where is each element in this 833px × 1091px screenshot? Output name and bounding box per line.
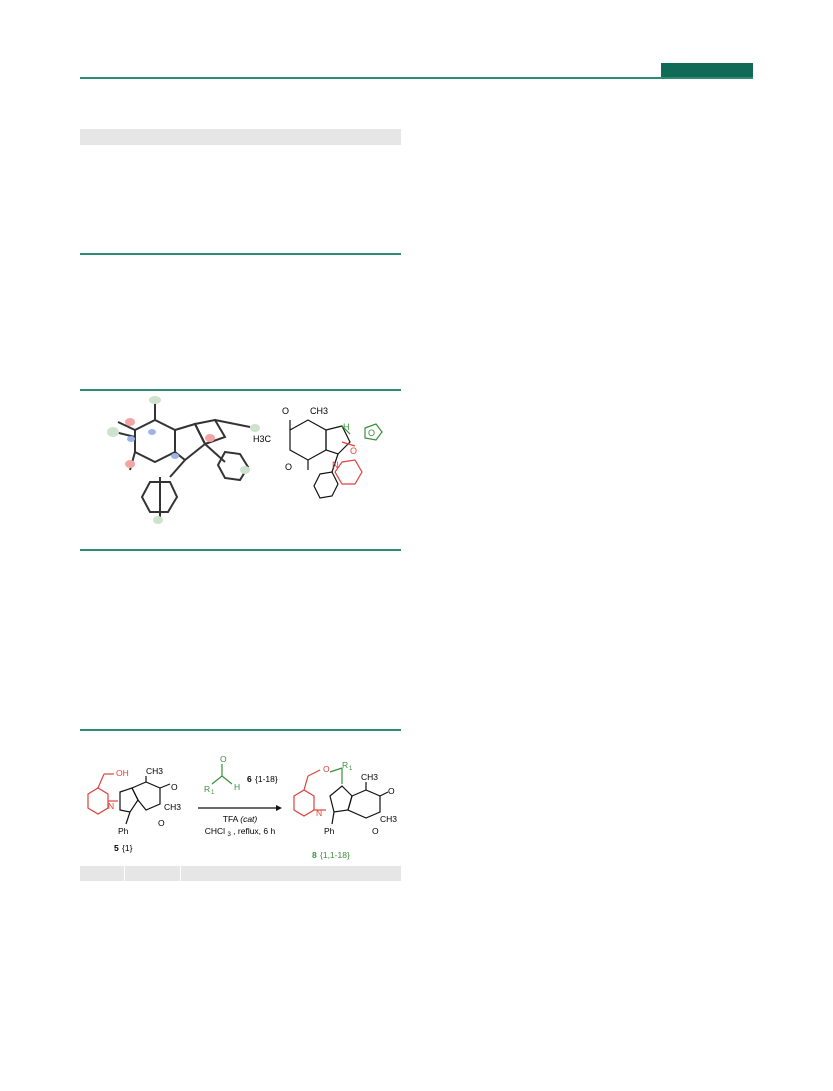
section-rule-2 [80,389,401,391]
ortep-atoms [107,396,260,524]
table-header-band-2 [80,866,401,881]
figure-crystal-structure: O CH3 H3C O H O O N [107,396,383,524]
svg-text:TFA (cat): TFA (cat) [223,814,258,824]
section-rule-3 [80,549,401,551]
product-structure [293,767,389,825]
table-column-divider-2 [180,866,181,881]
reagent-label-set: {1-18} [255,774,278,784]
label-nitrogen: N [332,460,339,470]
header-tab [661,63,753,78]
label-methyl-top: CH3 [310,406,328,416]
reagent-structure [211,764,233,785]
table-header-band [80,129,401,145]
product-phenyl: Ph [324,826,335,836]
svg-text:CHCl 3 , reflux, 6: CHCl 3 , reflux, 6 h [205,826,276,838]
product-r-subscript: 1 [349,766,353,772]
reactant-label-set: {1} [122,843,133,853]
reactant-carbonyl-o2: O [158,818,165,828]
label-ether-oxygen: O [350,446,357,456]
ortep-drawing [114,402,251,517]
reactant-methyl-right: CH3 [164,802,181,812]
reactant-label-number: 5 [114,843,119,853]
product-methyl-top: CH3 [361,772,378,782]
conditions-solvent: CHCl [205,826,225,836]
label-hydrogen: H [343,422,350,432]
product-nitrogen: N [316,808,322,818]
conditions-solvent-rest: , reflux, 6 h [233,826,275,836]
table-column-divider-1 [124,866,125,881]
reactant-carbonyl-o: O [171,782,178,792]
conditions-solvent-subscript: 3 [227,832,231,838]
section-rule-1 [80,253,401,255]
reagent-hydrogen: H [234,782,240,792]
conditions-catalyst: TFA [223,814,239,824]
reactant-nitrogen: N [108,801,114,811]
reagent-oxygen: O [220,754,227,764]
label-methyl-left: H3C [253,434,272,444]
reactant-phenyl: Ph [118,826,129,836]
structure-labels: O CH3 H3C O H O O N [253,406,375,472]
section-rule-4 [80,729,401,731]
label-furan-oxygen: O [368,428,375,438]
arrow-head [276,805,282,811]
reagent-r-subscript: 1 [211,790,215,796]
product-label-number: 8 [312,850,317,860]
reagent-label-number: 6 [247,774,252,784]
reactant-structure [87,773,171,825]
reagent-labels: O R 1 H 6 {1-18} [204,754,278,796]
header-rule [80,77,753,79]
product-carbonyl-o2: O [372,826,379,836]
product-oxygen: O [323,764,330,774]
product-methyl-right: CH3 [380,814,397,824]
product-labels: O R 1 CH3 O CH3 O N Ph 8 {1,1-18} [312,760,397,860]
label-oxygen-top: O [282,406,289,416]
product-r-group: R [342,760,348,770]
reactant-labels: OH CH3 O CH3 O N Ph 5 {1} [108,766,181,853]
product-carbonyl-o: O [388,786,395,796]
reaction-scheme: OH CH3 O CH3 O N Ph 5 {1} O R 1 H 6 {1-1… [87,754,397,860]
conditions-catalyst-note: (cat) [240,814,257,824]
conditions: TFA (cat) CHCl 3 , reflux, 6 h [205,814,276,838]
structure-drawing [289,419,383,499]
reactant-hydroxyl: OH [116,768,129,778]
product-label-set: {1,1-18} [320,850,350,860]
reactant-methyl-top: CH3 [146,766,163,776]
reagent-r-group: R [204,784,210,794]
label-oxygen-bottom: O [285,462,292,472]
